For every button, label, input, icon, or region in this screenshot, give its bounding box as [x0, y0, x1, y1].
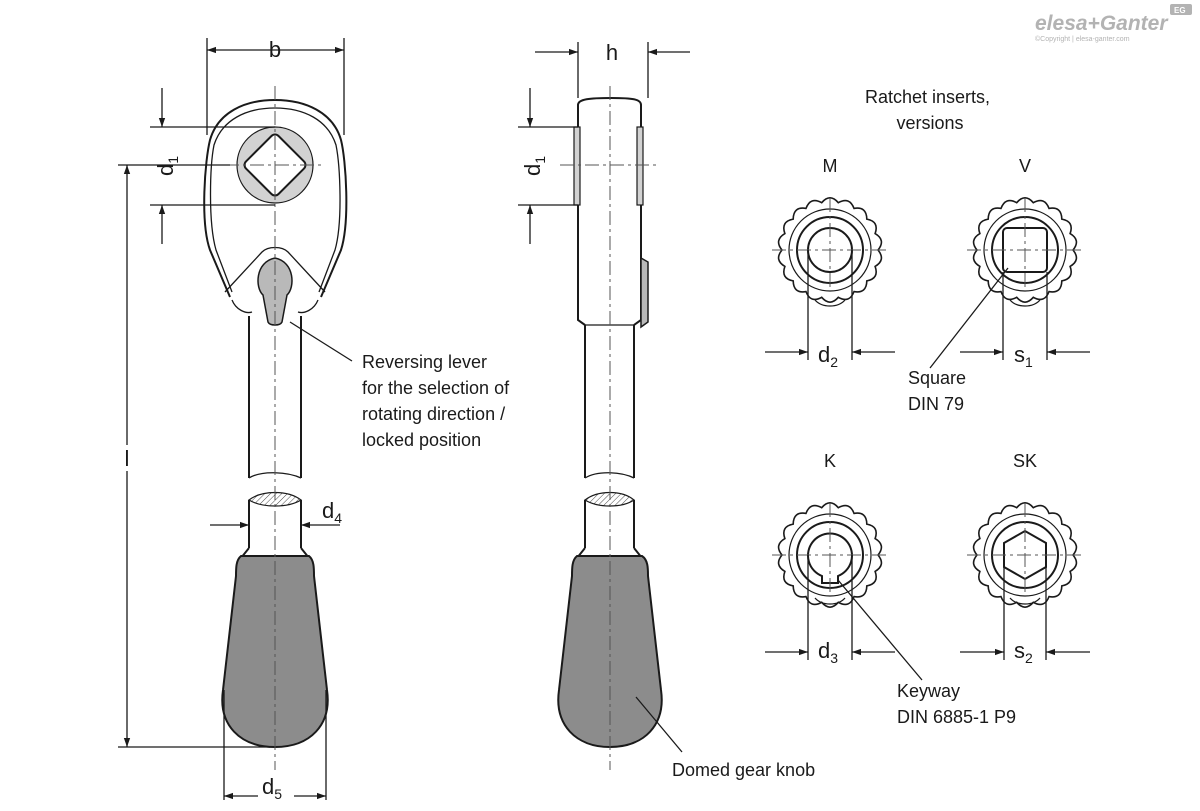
- brand-badge-icon: [1170, 4, 1192, 15]
- side-lever: [640, 256, 649, 329]
- dim-s1-label: s1: [1014, 342, 1033, 370]
- side-bore-right: [636, 126, 644, 206]
- square-leader: [929, 267, 1009, 369]
- knob-leader: [635, 696, 683, 753]
- side-head-outline: [577, 96, 642, 326]
- lever-leader: [289, 321, 353, 362]
- insert-v: V s1 Square DIN 79: [908, 156, 1090, 414]
- keyway-leader: [837, 579, 923, 681]
- inserts-title: Ratchet inserts, versions: [865, 87, 995, 133]
- dim-d2-label: d2: [818, 342, 838, 370]
- brand-logo: elesa+Ganter EG ©Copyright | elesa-gante…: [1035, 4, 1192, 43]
- dim-h-label: h: [606, 40, 618, 65]
- insert-k-code: K: [824, 451, 836, 471]
- dim-d5-label: d5: [262, 774, 282, 802]
- dim-s2-label: s2: [1014, 638, 1033, 666]
- insert-v-code: V: [1019, 156, 1031, 176]
- ratchet-head-inner-outline: [209, 107, 341, 293]
- dim-d1-side: d1: [520, 156, 548, 176]
- lever-lugs: [231, 299, 319, 314]
- brand-name: elesa+Ganter: [1035, 12, 1169, 35]
- insert-m-code: M: [823, 156, 838, 176]
- side-view: h d1 Domed gear knob: [518, 40, 815, 780]
- knob-note: Domed gear knob: [672, 760, 815, 780]
- svg-text:d1: d1: [520, 156, 548, 176]
- insert-k: K d3 Keyway DIN 6885-1 P9: [765, 451, 1016, 727]
- front-view: b d1 l d4 d5 Reversing lever for the sel…: [117, 37, 514, 802]
- dim-d1-front: d1: [153, 156, 181, 176]
- brand-badge: EG: [1174, 6, 1186, 15]
- dim-d3-label: d3: [818, 638, 838, 666]
- insert-sk: SK s2: [960, 451, 1090, 666]
- dim-l-label: l: [125, 446, 130, 471]
- dim-b-label: b: [269, 37, 281, 62]
- insert-m: M d2: [765, 156, 895, 370]
- keyway-note: Keyway DIN 6885-1 P9: [897, 681, 1016, 727]
- lever-note: Reversing lever for the selection of rot…: [362, 352, 514, 450]
- square-note: Square DIN 79: [908, 368, 971, 414]
- dim-d4-label: d4: [322, 498, 342, 526]
- brand-copyright: ©Copyright | elesa-ganter.com: [1035, 35, 1130, 43]
- inserts-panel: Ratchet inserts, versions M d2 V: [765, 87, 1090, 727]
- side-bore-left: [573, 126, 581, 206]
- svg-text:d1: d1: [153, 156, 181, 176]
- insert-sk-code: SK: [1013, 451, 1037, 471]
